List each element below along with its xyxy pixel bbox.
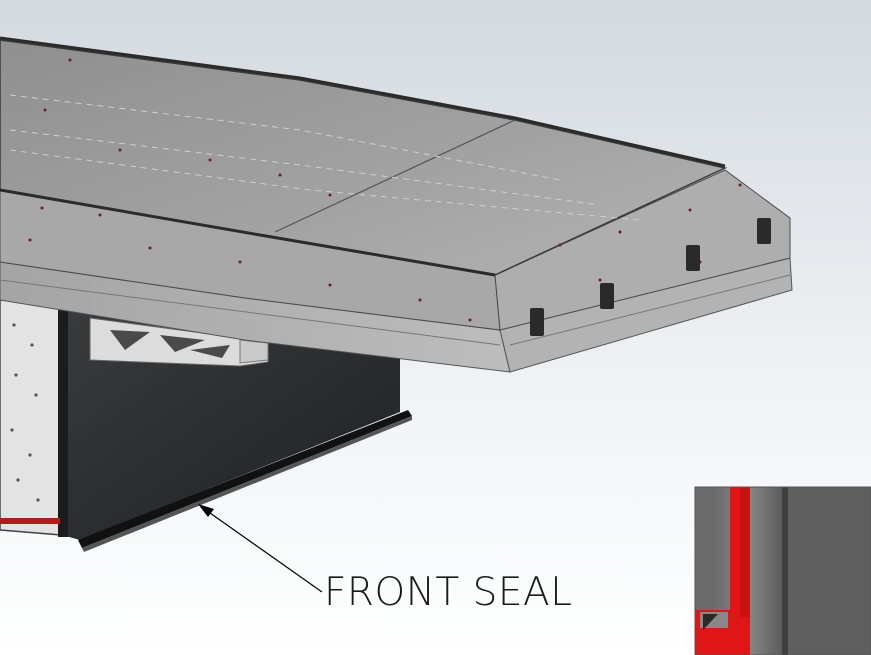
front-seal-strip [78,410,412,552]
enclosure-box [0,299,400,540]
seal-section-detail-icon [694,486,871,655]
fascia-hinges [530,218,771,336]
side-panel-rivets [10,323,40,502]
support-bracket [89,317,269,367]
front-seal-callout-label: FRONT SEAL [324,570,573,615]
roof-top-surface [0,36,728,277]
roof-rivets [28,58,742,322]
callout-leader [198,504,323,593]
